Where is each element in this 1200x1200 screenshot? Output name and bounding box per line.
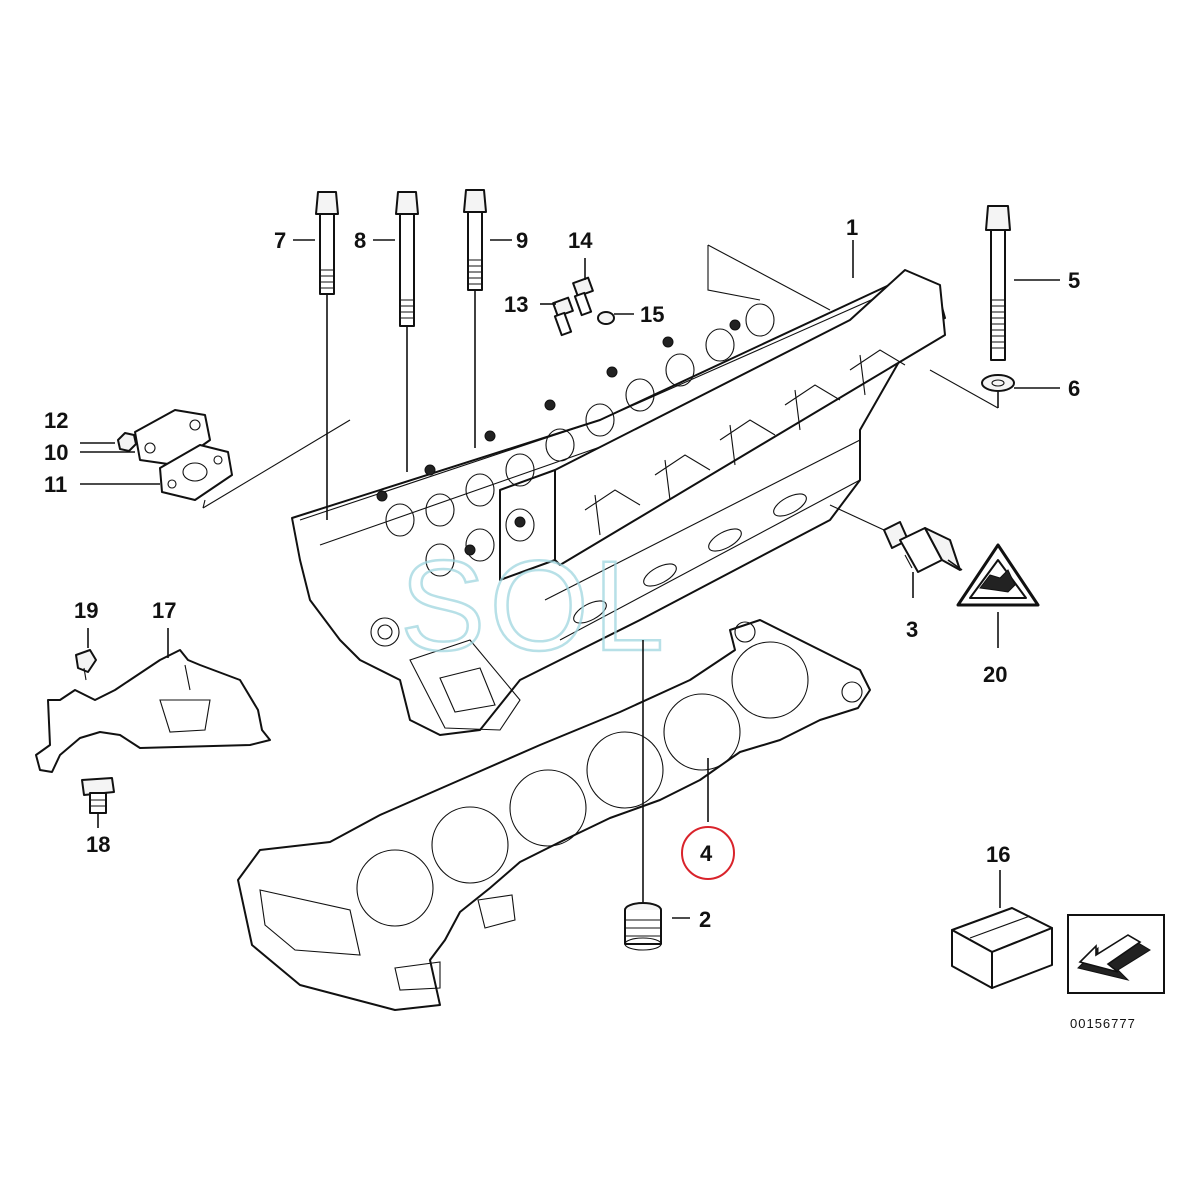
part-label-6: 6 (1068, 376, 1080, 401)
dowel-sleeve-2 (624, 902, 662, 951)
part-label-2: 2 (699, 907, 711, 932)
head-bolt-heads (376, 319, 741, 556)
watermark: SOL (400, 535, 668, 678)
warning-label-20 (956, 543, 1040, 607)
screw-13 (552, 296, 574, 337)
part-label-12: 12 (44, 408, 68, 433)
diagram-id: 00156777 (1070, 1016, 1136, 1031)
gasket-11 (159, 444, 233, 501)
part-label-7: 7 (274, 228, 286, 253)
long-bolt-5 (985, 205, 1011, 361)
washer-15 (597, 311, 615, 325)
part-label-1: 1 (846, 215, 858, 240)
part-label-5: 5 (1068, 268, 1080, 293)
temperature-sensor-3 (883, 521, 961, 573)
highlight-ring-4 (681, 826, 735, 880)
head-gasket (237, 619, 871, 1011)
leader-lines (80, 239, 1060, 919)
screw-14 (572, 276, 594, 317)
head-bolt-8 (395, 191, 419, 327)
part-label-20: 20 (983, 662, 1007, 687)
part-label-13: 13 (504, 292, 528, 317)
clip-19 (75, 649, 97, 681)
part-label-10: 10 (44, 440, 68, 465)
cam-bearings (385, 303, 775, 577)
part-label-15: 15 (640, 302, 664, 327)
screw-18 (81, 777, 115, 814)
cylinder-head (202, 244, 946, 736)
part-label-18: 18 (86, 832, 110, 857)
part-label-16: 16 (986, 842, 1010, 867)
bracket-17 (35, 649, 271, 773)
repair-kit-box-16 (951, 907, 1053, 989)
part-label-19: 19 (74, 598, 98, 623)
part-labels: 1 2 3 4 5 6 7 8 9 10 11 12 13 14 15 16 1… (44, 215, 1080, 932)
nut-12 (117, 432, 137, 452)
head-bolt-7 (315, 191, 339, 295)
head-bolt-9 (463, 189, 487, 291)
part-label-3: 3 (906, 617, 918, 642)
part-label-17: 17 (152, 598, 176, 623)
washer-6 (981, 374, 1015, 392)
part-label-11: 11 (44, 472, 67, 497)
part-label-4: 4 (700, 841, 713, 866)
part-label-8: 8 (354, 228, 366, 253)
part-label-14: 14 (568, 228, 593, 253)
direction-arrow-icon (1067, 914, 1165, 994)
part-label-9: 9 (516, 228, 528, 253)
